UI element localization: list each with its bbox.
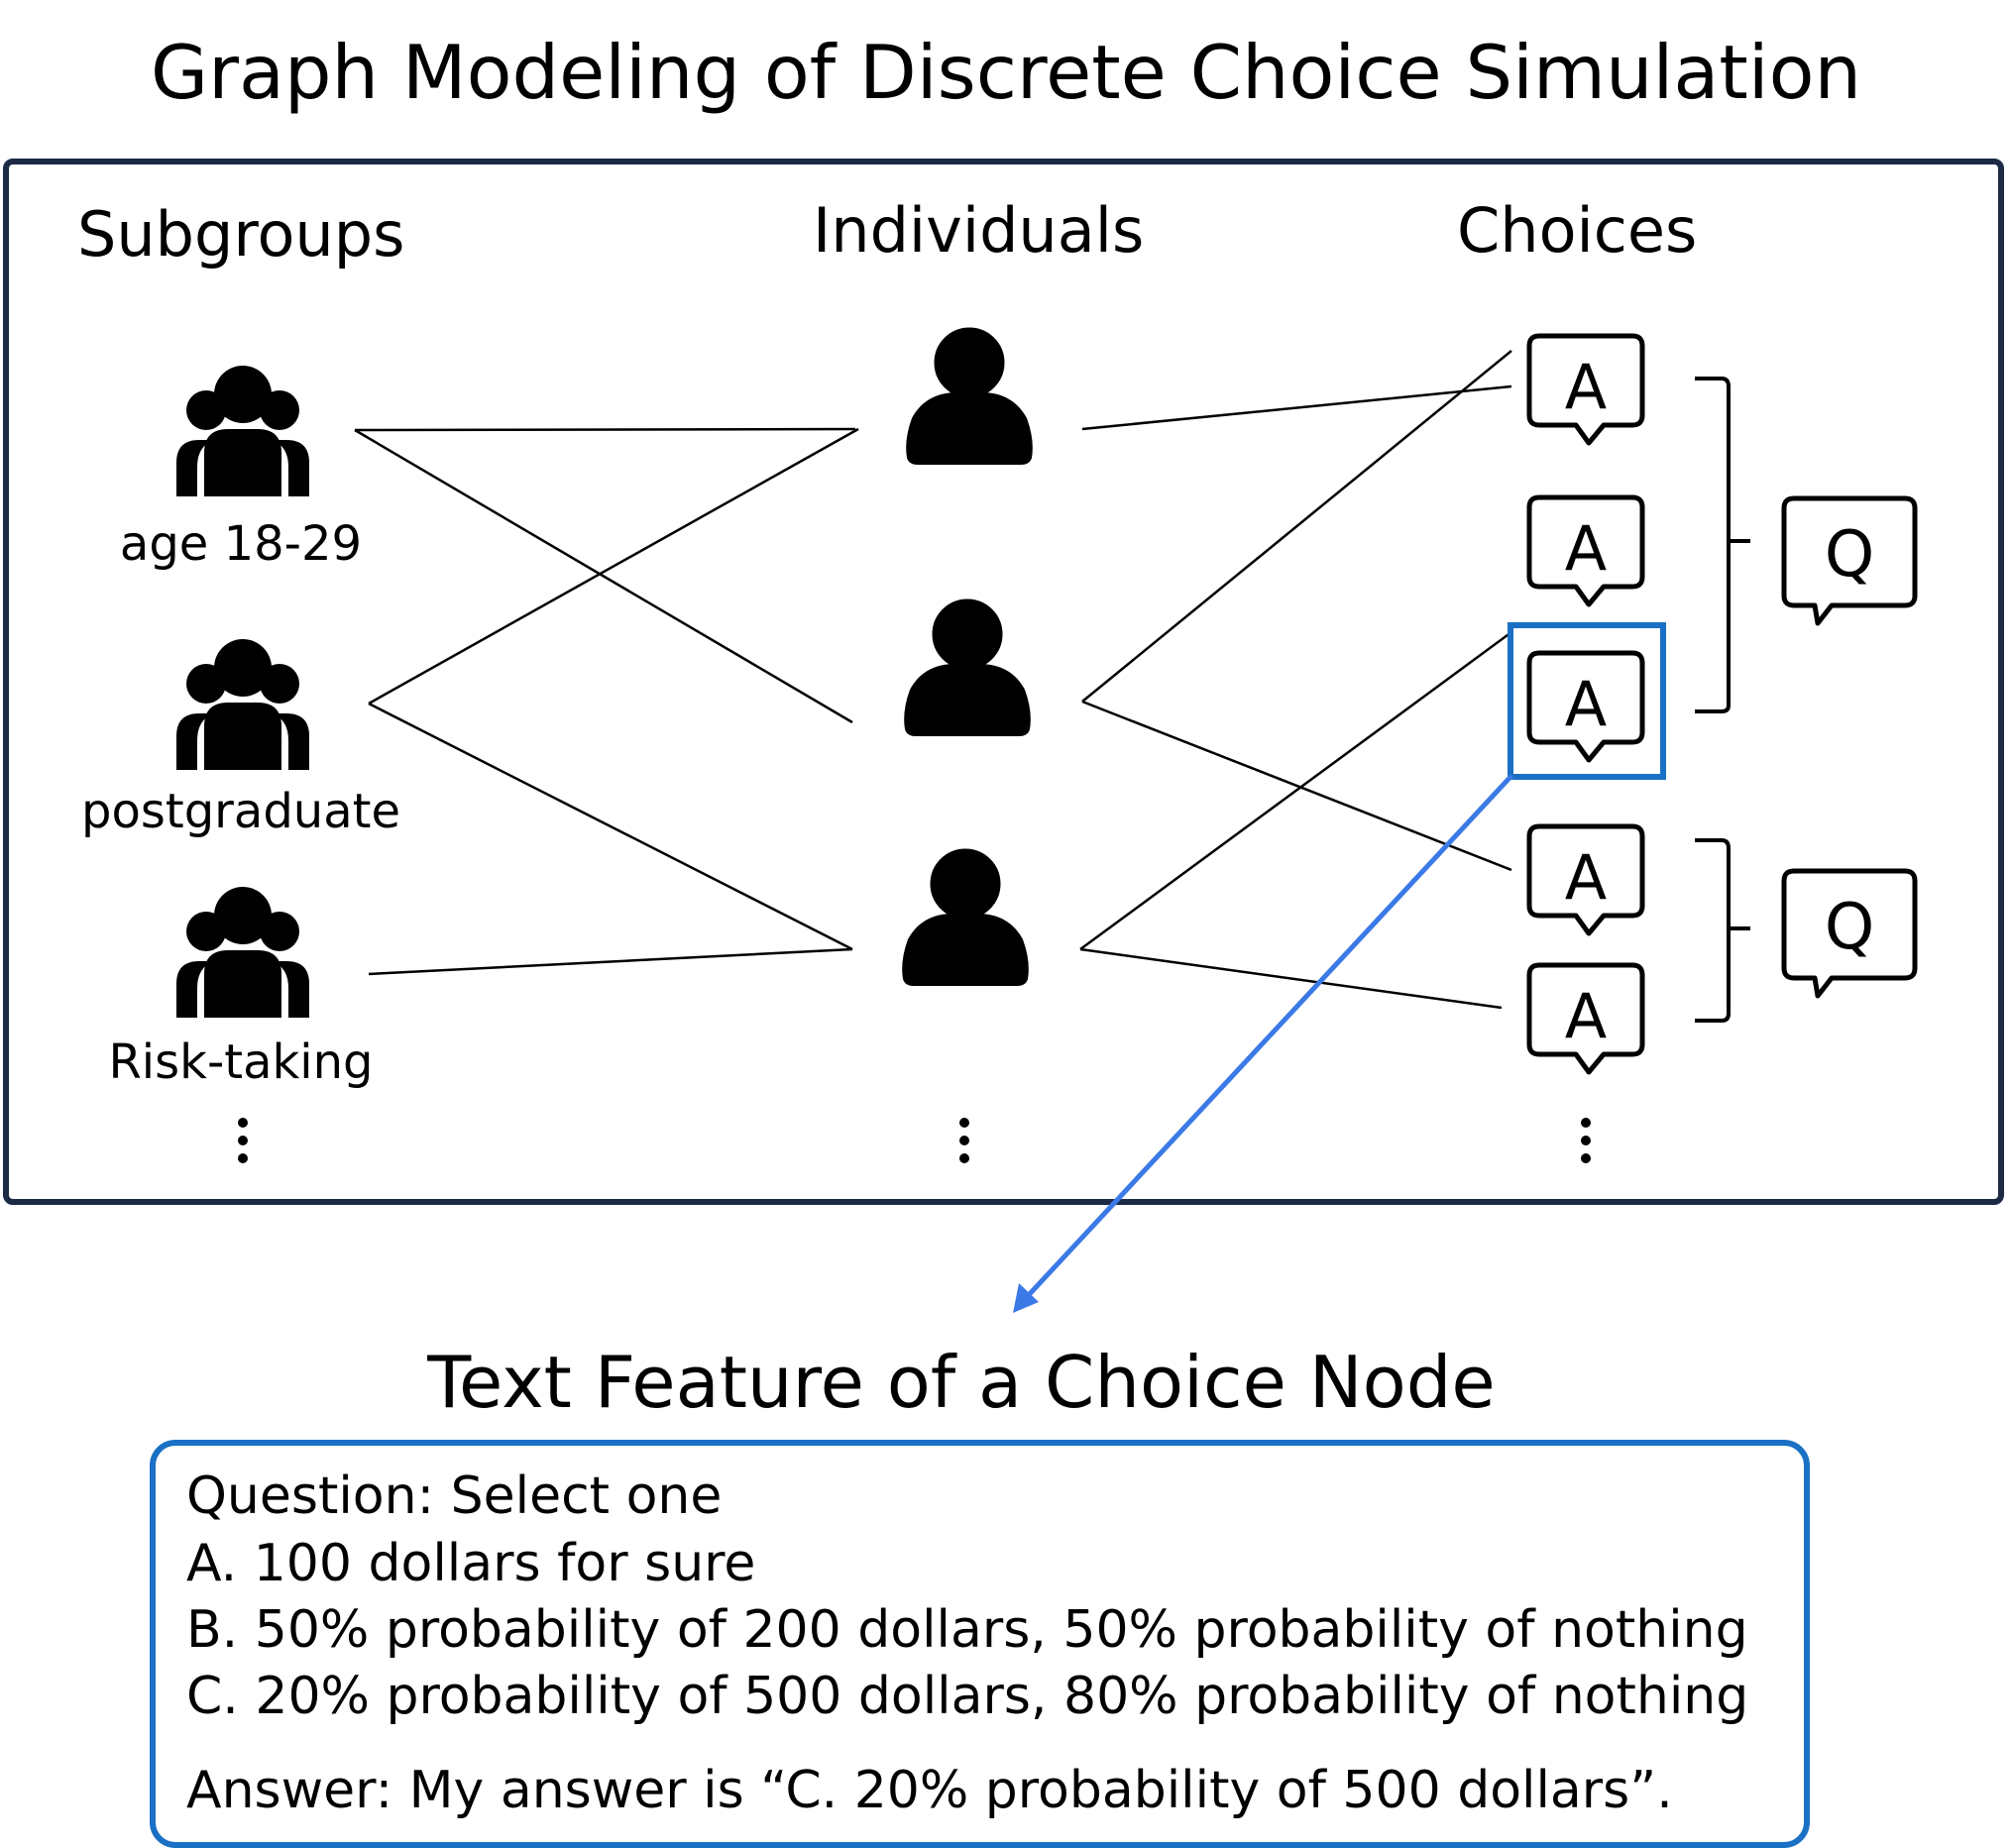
option-c-text: C. 20% probability of 500 dollars, 80% p… bbox=[186, 1667, 1749, 1726]
subgroup-label: age 18-29 bbox=[119, 516, 363, 572]
subgroup-label: postgraduate bbox=[81, 784, 400, 839]
diagram-title: Graph Modeling of Discrete Choice Simula… bbox=[151, 29, 1861, 116]
option-a-text: A. 100 dollars for sure bbox=[186, 1534, 756, 1593]
option-b-text: B. 50% probability of 200 dollars, 50% p… bbox=[186, 1600, 1748, 1660]
subgroups-heading: Subgroups bbox=[77, 198, 405, 271]
text-feature-heading: Text Feature of a Choice Node bbox=[427, 1341, 1496, 1424]
graph-panel bbox=[3, 159, 2004, 1205]
individuals-heading: Individuals bbox=[813, 194, 1145, 267]
question-text: Question: Select one bbox=[186, 1467, 723, 1526]
subgroup-label: Risk-taking bbox=[108, 1034, 374, 1090]
choices-heading: Choices bbox=[1457, 194, 1698, 267]
answer-text: Answer: My answer is “C. 20% probability… bbox=[186, 1761, 1673, 1820]
